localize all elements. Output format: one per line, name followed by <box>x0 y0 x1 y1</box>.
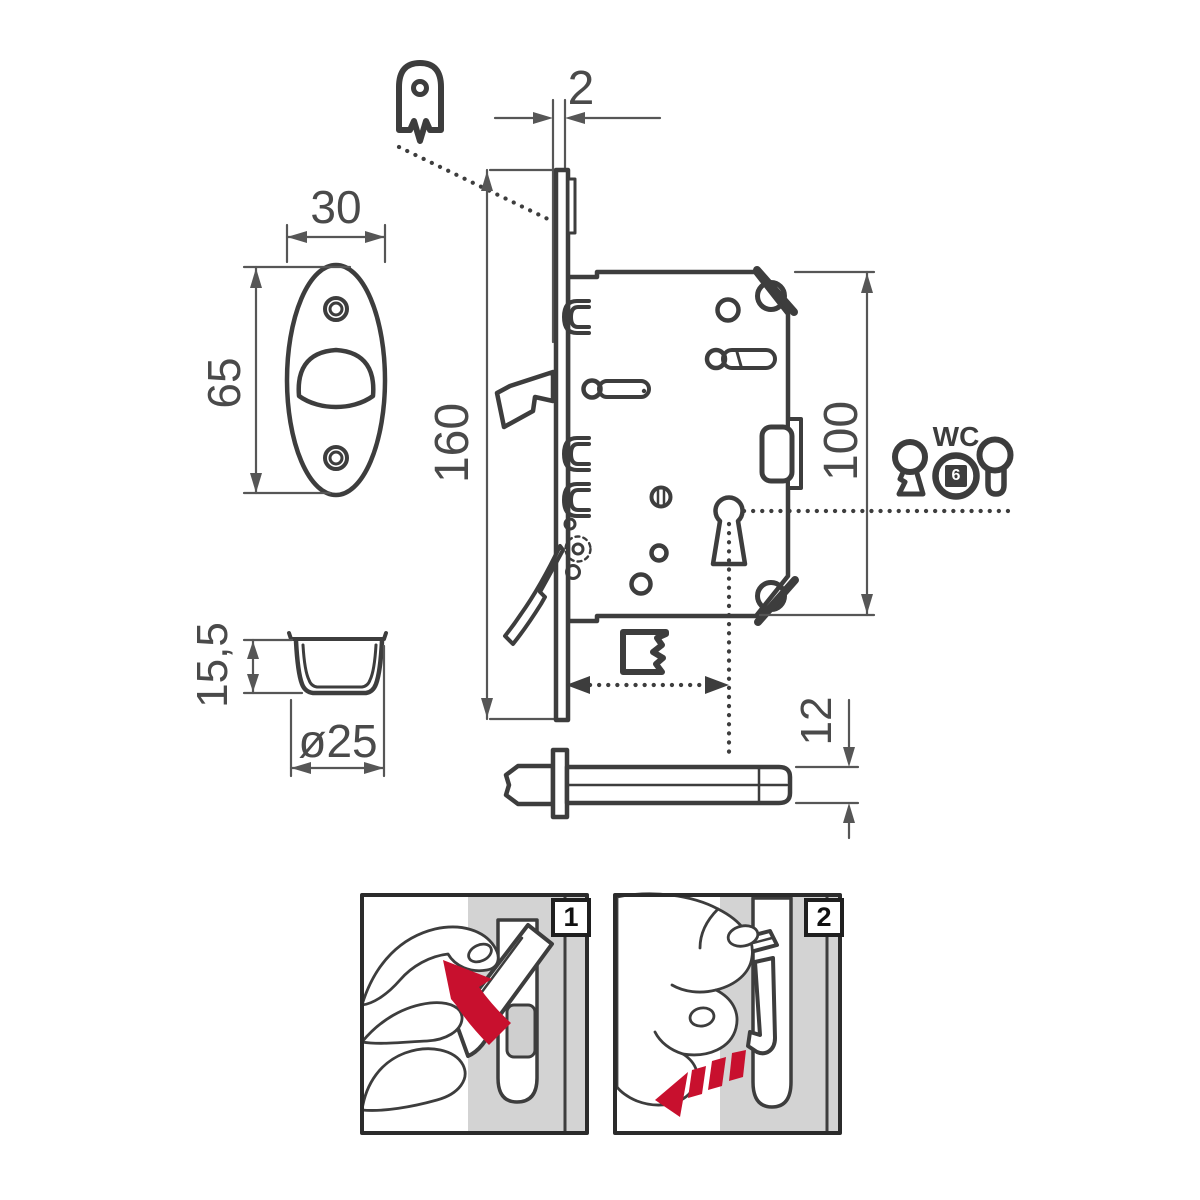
hand-step2 <box>615 892 760 1107</box>
fixing-staple <box>562 436 591 472</box>
fixing-staple <box>562 482 591 518</box>
bit-keyhole-icon <box>892 439 928 497</box>
keyhole-cutout <box>710 495 748 567</box>
dim-label-faceplate-length: 160 <box>426 402 479 484</box>
step-1-number: 1 <box>563 902 579 932</box>
escutcheon-screw-top <box>323 296 349 322</box>
dim-label-plate-thickness: 2 <box>567 62 595 115</box>
dim-cup-diameter <box>289 644 386 778</box>
escutcheon-plate <box>284 262 388 498</box>
dim-label-escutcheon-width: 30 <box>310 181 362 233</box>
step-2-badge: 2 <box>804 898 844 937</box>
dim-label-escutcheon-height: 65 <box>198 357 250 409</box>
spindle-tip <box>503 763 556 807</box>
hand-step1 <box>360 925 500 1112</box>
case-hole <box>715 297 741 323</box>
tag-plate-icon <box>396 60 444 144</box>
dim-case-height <box>758 270 876 617</box>
flush-cup <box>287 631 388 696</box>
dim-label-spindle-size: 12 <box>792 696 841 746</box>
dim-cup-depth <box>242 638 304 695</box>
step-2-number: 2 <box>816 902 832 932</box>
red-dashed-arrow-icon <box>655 1050 746 1117</box>
euro-cylinder-icon <box>976 436 1014 497</box>
leader-dotted-diagonal <box>396 144 557 225</box>
trigger-pivot <box>564 535 592 563</box>
fixing-staple <box>562 299 591 335</box>
hook-in-slot <box>505 1003 537 1059</box>
dim-spindle-size <box>794 698 860 840</box>
panel-2-border <box>613 893 842 1135</box>
dim-label-cup-depth: 15,5 <box>188 622 237 708</box>
wc-turn-icon <box>932 452 980 500</box>
escutcheon-thumb-recess <box>296 347 376 410</box>
release-trigger <box>503 544 565 646</box>
red-curved-arrow-icon <box>443 960 511 1045</box>
panel-1-border <box>360 893 589 1135</box>
lock-assembly <box>494 167 803 723</box>
square-spindle-symbol <box>620 629 669 675</box>
dim-backset <box>566 676 729 694</box>
escutcheon-screw-bottom <box>323 445 349 471</box>
instruction-panel-2 <box>613 892 842 1135</box>
dim-label-case-height: 100 <box>815 400 868 482</box>
wc-square-size-label: 6 <box>951 467 961 484</box>
hook-latch-flipped <box>494 369 556 430</box>
hook-bar-extended <box>746 956 777 1056</box>
case-hole <box>629 572 653 596</box>
dim-escutcheon-width <box>285 223 387 264</box>
screw-head <box>649 485 673 509</box>
dim-escutcheon-height <box>242 265 352 495</box>
spindle <box>503 747 793 820</box>
lock-case-outline <box>565 269 791 624</box>
faceplate-top-tab <box>566 177 577 235</box>
key-option-icons <box>892 436 1014 500</box>
dim-plate-thickness <box>493 98 662 344</box>
case-hole <box>649 543 669 563</box>
step-1-badge: 1 <box>551 898 591 937</box>
case-right-slot <box>759 424 795 484</box>
dim-faceplate-length <box>481 168 560 721</box>
wc-option-label: WC <box>932 421 980 452</box>
dim-label-cup-diameter: ø25 <box>298 715 378 767</box>
instruction-panel-1 <box>360 893 589 1135</box>
